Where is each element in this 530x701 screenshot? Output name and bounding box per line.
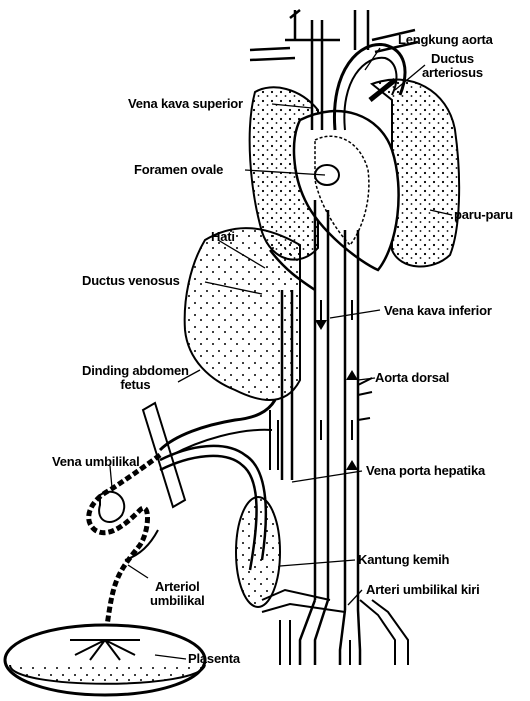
label-dinding-abdomen-fetus: Dinding abdomen fetus — [82, 364, 189, 392]
label-arteriol-line2: umbilikal — [150, 594, 205, 608]
label-ductus-venosus: Ductus venosus — [82, 274, 180, 288]
label-paru-paru: paru-paru — [454, 208, 513, 222]
label-ductus-arteriosus-line2: arteriosus — [422, 66, 483, 80]
label-dinding-abdomen-line1: Dinding abdomen — [82, 364, 189, 378]
label-arteriol-line1: Arteriol — [150, 580, 205, 594]
label-kantung-kemih: Kantung kemih — [358, 553, 449, 567]
label-vena-porta-hepatika: Vena porta hepatika — [366, 464, 485, 478]
label-foramen-ovale: Foramen ovale — [134, 163, 223, 177]
label-arteri-umbilikal-kiri: Arteri umbilikal kiri — [366, 583, 480, 597]
label-ductus-arteriosus: Ductus arteriosus — [422, 52, 483, 80]
label-hati: Hati — [211, 230, 235, 244]
label-vena-umbilikal: Vena umbilikal — [52, 455, 140, 469]
umbilical-cord — [89, 455, 160, 640]
label-dinding-abdomen-line2: fetus — [82, 378, 189, 392]
umbilical-vein — [160, 400, 275, 450]
label-vena-kava-superior: Vena kava superior — [128, 97, 243, 111]
label-ductus-arteriosus-line1: Ductus — [422, 52, 483, 66]
abdominal-wall — [143, 403, 185, 507]
label-aorta-dorsal: Aorta dorsal — [375, 371, 449, 385]
label-lengkung-aorta: Lengkung aorta — [398, 33, 493, 47]
label-plasenta: Plasenta — [188, 652, 240, 666]
label-arteriol-umbilikal: Arteriol umbilikal — [150, 580, 205, 608]
bladder — [236, 497, 280, 607]
inferior-vena-cava — [315, 200, 328, 600]
label-vena-kava-inferior: Vena kava inferior — [384, 304, 492, 318]
